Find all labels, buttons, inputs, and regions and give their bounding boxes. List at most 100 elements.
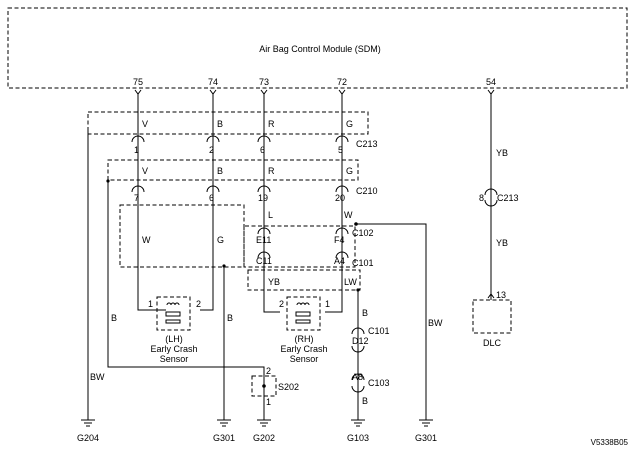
- rh-sensor-element-2: [295, 319, 311, 324]
- c103-connector: [351, 373, 365, 393]
- shield-box-c101: [247, 269, 361, 291]
- ground-symbol-g202: [257, 419, 271, 427]
- c213-label: C213: [356, 139, 378, 149]
- wire-label-g-middle: G: [346, 166, 353, 176]
- s202-splice-dot: [262, 384, 266, 388]
- wire-label-v-upper: V: [142, 119, 148, 129]
- rh-sensor-name-2: Sensor: [290, 354, 319, 364]
- wire-b-left: [107, 180, 265, 420]
- s202-pin-top: 2: [266, 366, 271, 376]
- splice-dot-bw-right: [354, 222, 358, 226]
- c210-arcs: [131, 185, 349, 193]
- c102-pin-f4: F4: [334, 235, 345, 245]
- c210-pin-7: 7: [134, 193, 139, 203]
- c210-pin-6: 6: [209, 193, 214, 203]
- lh-sensor-element: [165, 311, 181, 317]
- wire-label-w-lh: W: [142, 235, 151, 245]
- rh-sensor-pin-2: 2: [279, 299, 284, 309]
- c213-pin-5: 5: [338, 145, 343, 155]
- c102-c101-arcs: [257, 227, 349, 259]
- shield-box-upper: [87, 111, 369, 135]
- rh-sensor-pin-1: 1: [325, 299, 330, 309]
- lh-sensor-name-2: Sensor: [160, 354, 189, 364]
- c101b-label: C101: [368, 326, 390, 336]
- ground-symbol-g301-right: [419, 419, 433, 427]
- pin-carets: [134, 89, 495, 95]
- pin-74-label: 74: [208, 77, 218, 87]
- wire-label-yb-bot: YB: [496, 238, 508, 248]
- wire-label-lw-rh: LW: [344, 277, 357, 287]
- shield-box-middle: [107, 159, 359, 181]
- wire-b-g: [200, 94, 214, 311]
- c213b-connector: [484, 188, 498, 207]
- wire-label-b-c101: B: [362, 308, 368, 318]
- wire-label-b-left: B: [111, 313, 117, 323]
- s202-pin-bot: 1: [266, 397, 271, 407]
- c213b-pin: 8: [479, 193, 484, 203]
- pin-54-label: 54: [486, 77, 496, 87]
- s202-splice-box: [251, 375, 277, 397]
- wire-label-yb-top: YB: [496, 148, 508, 158]
- wire-label-g-upper: G: [346, 119, 353, 129]
- wire-label-b-middle: B: [217, 166, 223, 176]
- sdm-module-box: [7, 7, 628, 89]
- shield-box-rh: [243, 225, 356, 268]
- rh-sensor-name-1: Early Crash: [280, 344, 327, 354]
- c102-label: C102: [352, 228, 374, 238]
- wire-label-l-rh: L: [268, 210, 273, 220]
- wire-label-v-middle: V: [142, 166, 148, 176]
- ground-symbol-g103: [351, 419, 365, 427]
- sdm-module-title: Air Bag Control Module (SDM): [259, 44, 381, 54]
- wire-label-b-upper: B: [217, 119, 223, 129]
- ground-symbol-g301-left: [217, 419, 231, 427]
- ground-symbol-g204: [81, 419, 95, 427]
- pin-72-label: 72: [337, 77, 347, 87]
- wire-label-bw-left: BW: [90, 372, 105, 382]
- c101-pin-c11: C11: [256, 256, 272, 266]
- c101-label: C101: [352, 258, 374, 268]
- c210-label: C210: [356, 186, 378, 196]
- wire-bw-right: [356, 223, 427, 420]
- wire-label-b-c103: B: [362, 396, 368, 406]
- c101-pin-a4: A4: [334, 256, 345, 266]
- dlc-pin-caret: [487, 293, 495, 299]
- c101b-pin: D12: [352, 336, 369, 346]
- rh-sensor-element: [295, 311, 311, 317]
- c101b-connector: [351, 327, 365, 353]
- c103-pin: A8: [352, 372, 363, 382]
- dlc-label: DLC: [483, 338, 502, 348]
- wire-label-yb-rh: YB: [268, 277, 280, 287]
- ground-label-g301-right: G301: [415, 433, 437, 443]
- shield-box-lh: [119, 204, 245, 268]
- c103-label: C103: [368, 378, 390, 388]
- wire-v: [137, 94, 150, 311]
- c213b-label: C213: [497, 193, 519, 203]
- splice-dot-c101: [356, 288, 360, 292]
- lh-sensor-name-1: Early Crash: [150, 344, 197, 354]
- wire-label-g-lh: G: [217, 235, 224, 245]
- c213-arcs: [131, 135, 349, 143]
- wire-g-w-lw: [325, 94, 343, 313]
- c213-pin-2: 2: [209, 145, 214, 155]
- pin-75-label: 75: [133, 77, 143, 87]
- splice-dot-b-left: [106, 179, 110, 183]
- c210-pin-20: 20: [335, 193, 345, 203]
- splice-dot-b-mid: [222, 264, 226, 268]
- lh-sensor-pin-1: 1: [148, 299, 153, 309]
- lh-sensor-coil: [166, 302, 180, 306]
- ground-label-g202: G202: [253, 433, 275, 443]
- dlc-pin-label: 13: [496, 290, 506, 300]
- ground-label-g301-left: G301: [213, 433, 235, 443]
- c210-pin-19: 19: [258, 193, 268, 203]
- lh-sensor-box: [156, 296, 191, 331]
- s202-label: S202: [278, 382, 299, 392]
- lh-sensor-pin-2: 2: [196, 299, 201, 309]
- lh-sensor-side: (LH): [165, 334, 183, 344]
- wire-label-w-rh: W: [344, 210, 353, 220]
- rh-sensor-coil: [296, 302, 310, 306]
- dlc-box: [472, 299, 512, 334]
- lh-sensor-element-2: [165, 319, 181, 324]
- wire-label-r-middle: R: [268, 166, 275, 176]
- c102-pin-e11: E11: [256, 235, 271, 245]
